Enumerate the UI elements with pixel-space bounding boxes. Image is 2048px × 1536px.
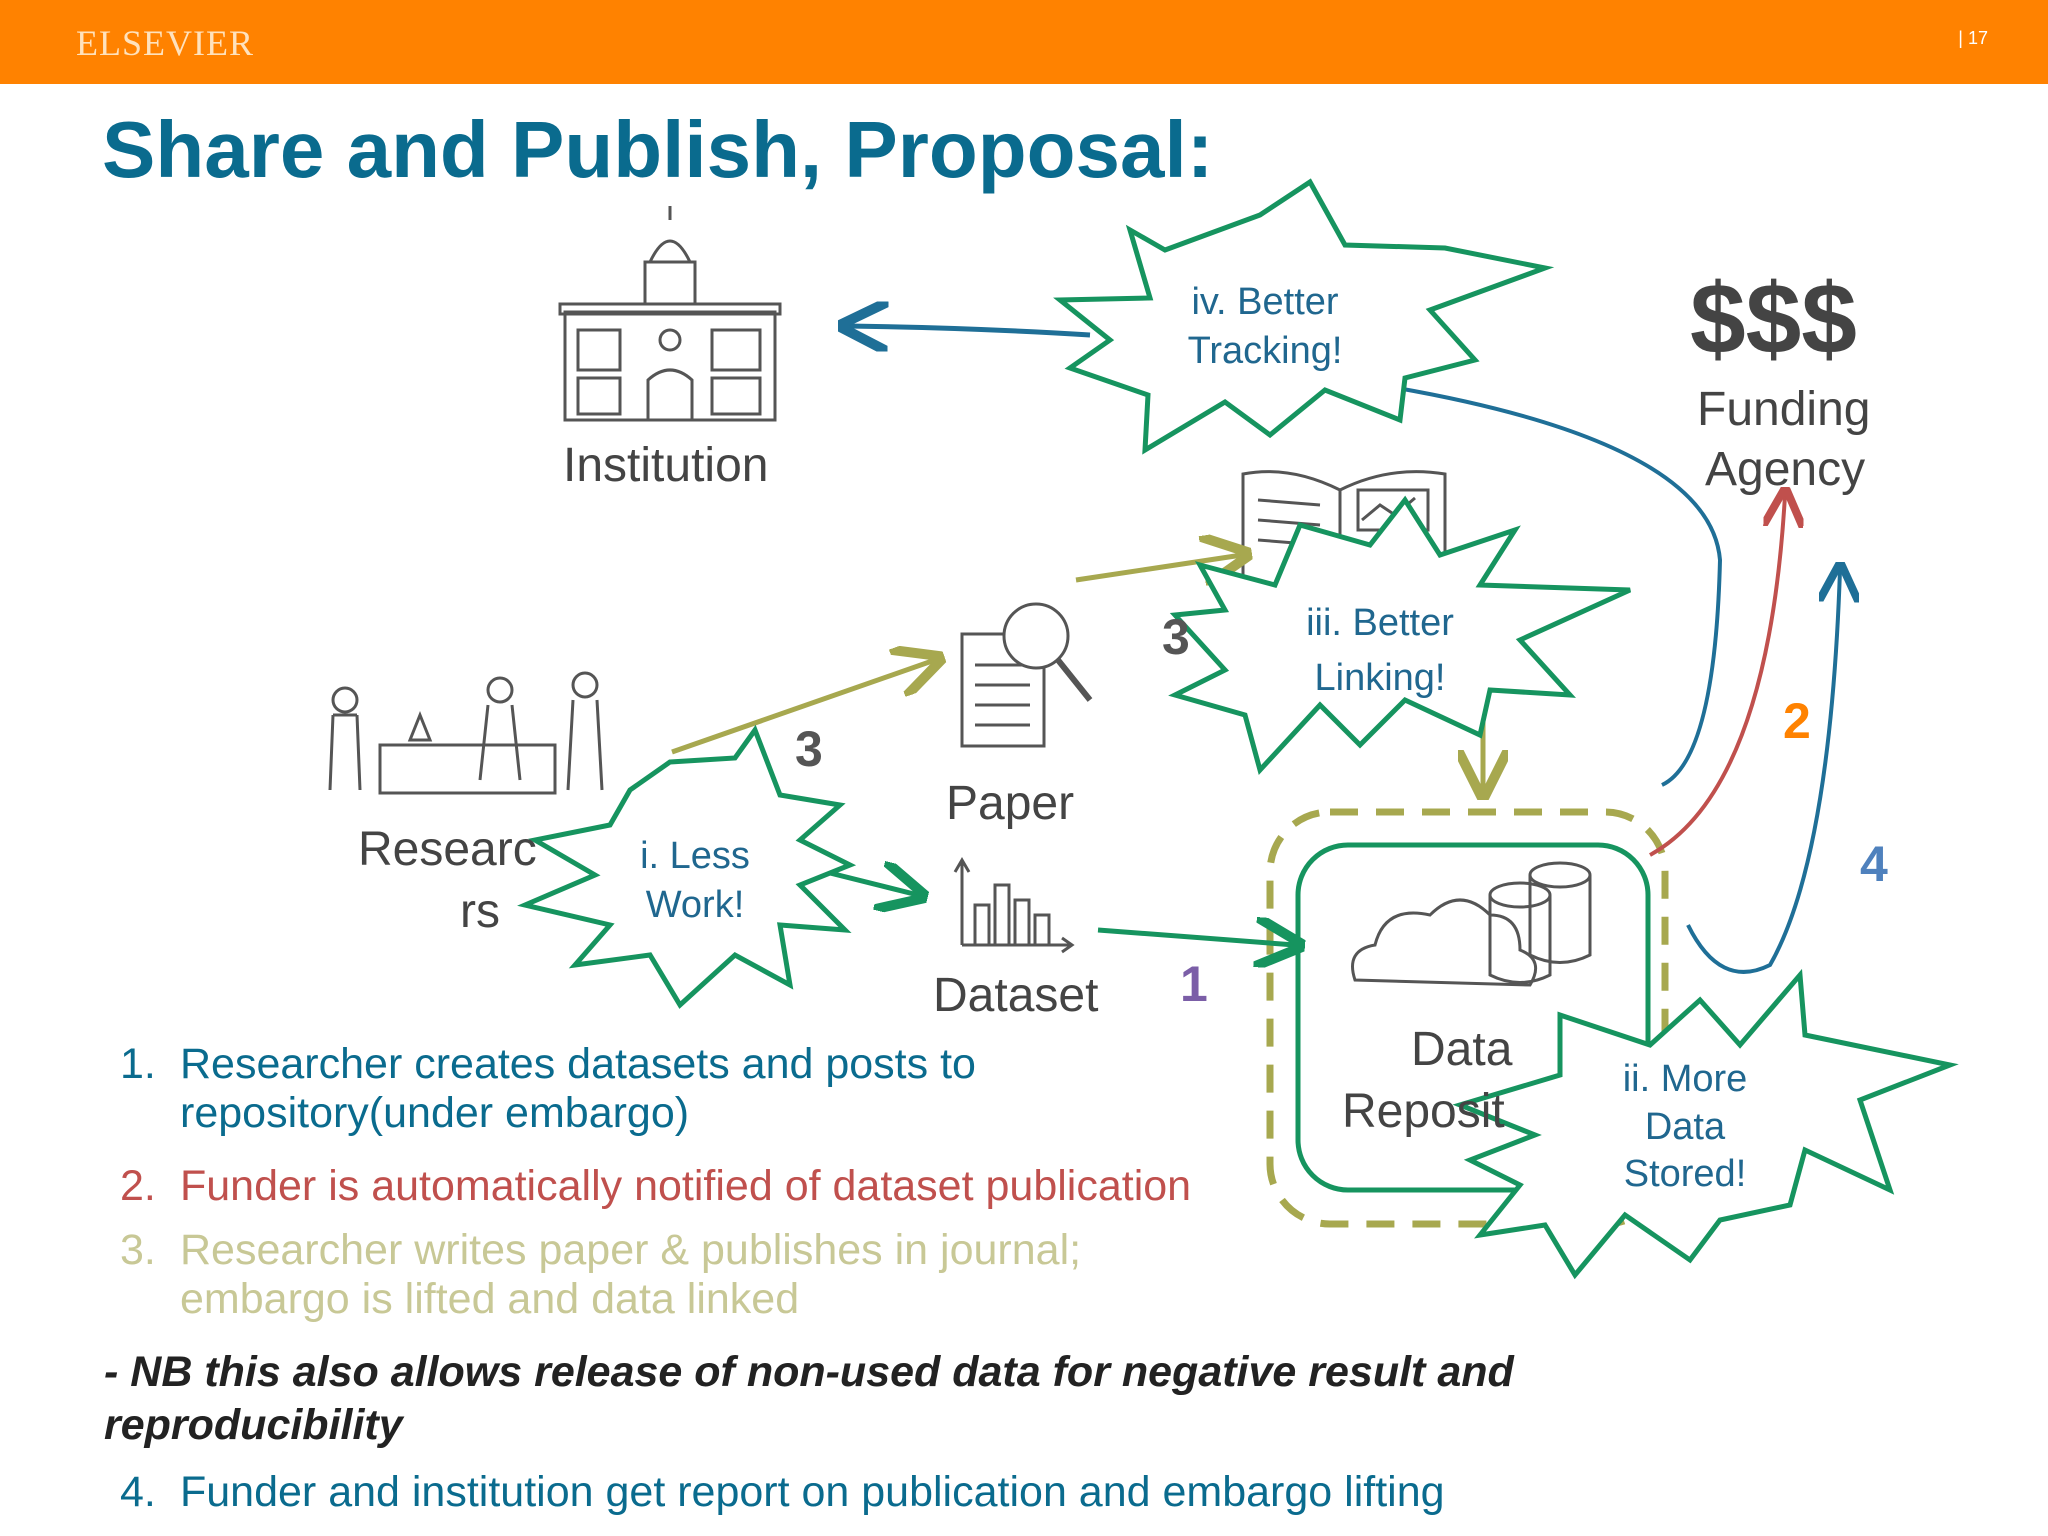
burst-more-data-line2: Data bbox=[1644, 1105, 1726, 1148]
step-1-line1: Researcher creates datasets and posts to bbox=[180, 1040, 976, 1088]
step-label-4: 4 bbox=[1860, 836, 1888, 892]
step-3-line1: Researcher writes paper & publishes in j… bbox=[180, 1226, 1082, 1274]
nb-note: - NB this also allows release of non-use… bbox=[104, 1348, 1514, 1450]
burst-more-data-text: ii. More Data Stored! bbox=[1590, 1056, 1780, 1199]
arrow-researchers-to-paper bbox=[671, 660, 935, 755]
burst-tracking-text: iv. Better Tracking! bbox=[1160, 278, 1370, 377]
step-3: 3. Researcher writes paper & publishes in… bbox=[120, 1226, 1081, 1324]
burst-more-data-line1: ii. More bbox=[1622, 1058, 1748, 1100]
dataset-label: Dataset bbox=[933, 969, 1099, 1022]
step-3-line2: embargo is lifted and data linked bbox=[180, 1275, 800, 1323]
dataset-icon bbox=[953, 857, 1075, 954]
burst-tracking-line1: iv. Better bbox=[1191, 281, 1339, 323]
step-label-2: 2 bbox=[1783, 693, 1811, 749]
step-label-3b: 3 bbox=[1162, 609, 1190, 665]
step-2: 2. Funder is automatically notified of da… bbox=[120, 1162, 1191, 1211]
cloud-database-icon bbox=[1351, 861, 1592, 987]
institution-icon bbox=[558, 206, 782, 422]
arrow-to-institution bbox=[848, 326, 1091, 335]
burst-linking-text: iii. Better Linking! bbox=[1280, 596, 1480, 706]
nb-note-line1: - NB this also allows release of non-use… bbox=[104, 1348, 1514, 1396]
arrow-repo-to-institution bbox=[1379, 383, 1723, 787]
header-bar: ELSEVIER | 17 bbox=[0, 0, 2048, 84]
paper-label: Paper bbox=[946, 777, 1075, 830]
funding-label-2: Agency bbox=[1705, 443, 1866, 496]
nb-note-line2: reproducibility bbox=[104, 1401, 403, 1449]
researchers-label-1: Researc bbox=[358, 823, 537, 876]
institution-label: Institution bbox=[563, 439, 769, 492]
step-3-number: 3. bbox=[120, 1226, 156, 1274]
burst-less-work bbox=[517, 724, 857, 1009]
step-1-number: 1. bbox=[120, 1040, 156, 1088]
burst-better-tracking bbox=[1053, 178, 1555, 455]
researchers-icon bbox=[328, 671, 604, 795]
arrow-dataset-to-repo bbox=[1097, 930, 1295, 945]
slide-title: Share and Publish, Proposal: bbox=[102, 105, 1214, 194]
step-2-line1: Funder is automatically notified of data… bbox=[180, 1162, 1192, 1210]
arrow-repo-to-funder-red bbox=[1649, 495, 1785, 857]
repository-label-1: Data bbox=[1411, 1023, 1513, 1076]
step-1: 1. Researcher creates datasets and posts … bbox=[120, 1040, 976, 1138]
repository-label-2: Reposit bbox=[1342, 1085, 1505, 1138]
arrow-paper-to-journal bbox=[1075, 555, 1242, 580]
funding-symbol: $$$ bbox=[1690, 263, 1857, 375]
repository-dashed-frame bbox=[1266, 808, 1669, 1228]
researchers-label-2: rs bbox=[460, 885, 500, 938]
burst-less-work-line1: i. Less bbox=[640, 835, 750, 877]
step-4: 4. Funder and institution get report on p… bbox=[120, 1468, 1445, 1517]
burst-linking-line2: Linking! bbox=[1314, 657, 1446, 700]
funding-label-1: Funding bbox=[1697, 383, 1871, 436]
elsevier-logo: ELSEVIER bbox=[76, 23, 254, 63]
repository-box bbox=[1295, 842, 1651, 1193]
step-4-number: 4. bbox=[120, 1468, 156, 1516]
burst-less-work-text: i. Less Work! bbox=[615, 832, 775, 931]
page-number: | 17 bbox=[1958, 28, 1988, 48]
burst-linking-line1: iii. Better bbox=[1306, 602, 1454, 644]
arrow-repo-to-funder-blue bbox=[1686, 570, 1840, 974]
step-2-number: 2. bbox=[120, 1162, 156, 1210]
step-label-3a: 3 bbox=[795, 721, 823, 777]
burst-less-work-line2: Work! bbox=[645, 884, 745, 927]
burst-tracking-line2: Tracking! bbox=[1187, 330, 1343, 373]
step-1-line2: repository(under embargo) bbox=[180, 1089, 690, 1137]
step-label-1: 1 bbox=[1180, 956, 1208, 1012]
paper-icon bbox=[960, 602, 1093, 748]
step-4-line1: Funder and institution get report on pub… bbox=[180, 1468, 1445, 1516]
burst-more-data bbox=[1452, 968, 1959, 1280]
burst-better-linking bbox=[1168, 495, 1632, 776]
burst-more-data-line3: Stored! bbox=[1623, 1153, 1747, 1195]
